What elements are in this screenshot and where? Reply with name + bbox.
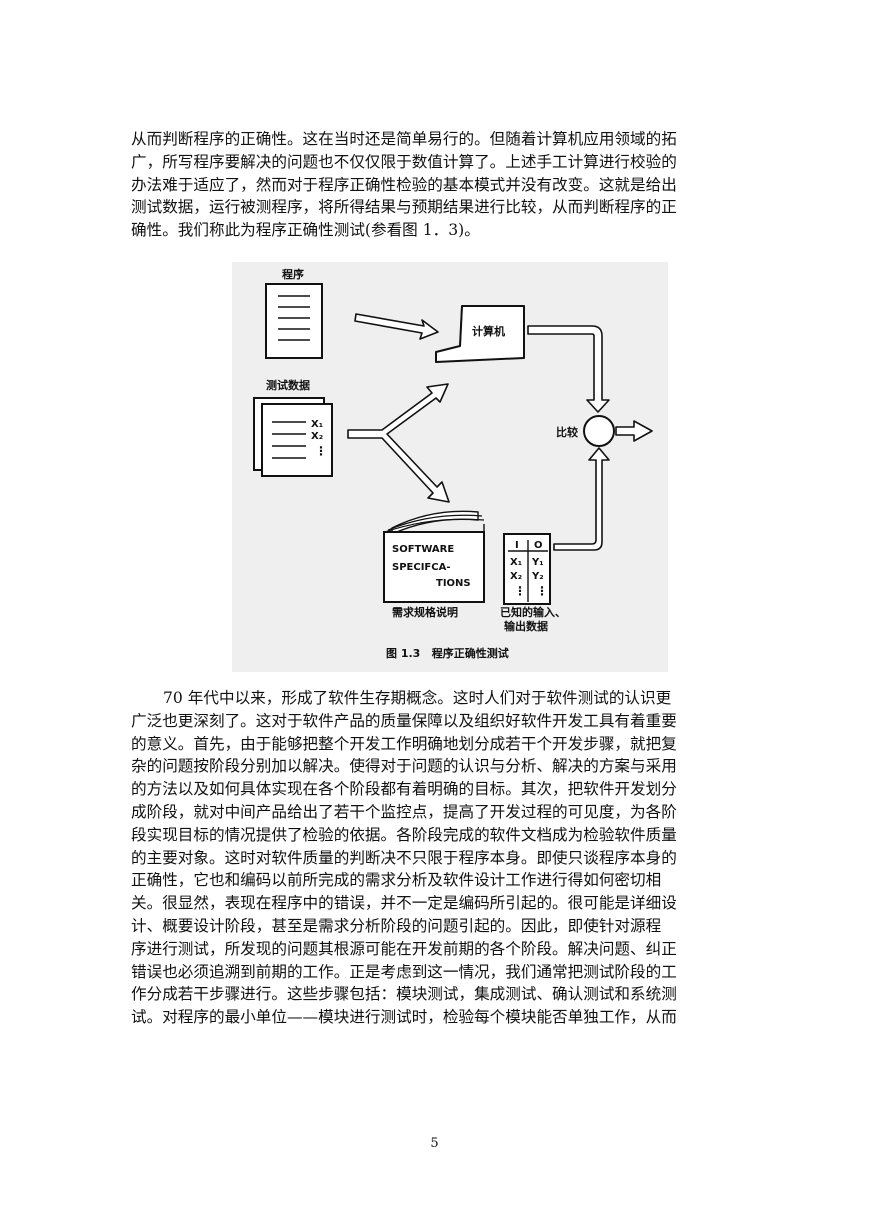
text-line: 从而判断程序的正确性。这在当时还是简单易行的。但随着计算机应用领域的拓 — [131, 130, 677, 148]
software-specification-book-icon: SOFTWARE SPECIFCA- TIONS — [383, 510, 485, 603]
figure-diagram: 程序 计算机 测试数据 — [232, 262, 668, 672]
spec-line-1: SOFTWARE — [392, 544, 454, 555]
table-dots-right: ⋮ — [536, 584, 548, 598]
text-line: 广，所写程序要解决的问题也不仅仅限于数值计算了。上述手工计算进行校验的 — [131, 152, 677, 171]
figure-caption: 图 1.3 程序正确性测试 — [386, 646, 509, 660]
test-data-x2: X₂ — [311, 431, 323, 442]
test-data-dots: ⋮ — [315, 444, 327, 458]
table-y2: Y₂ — [531, 571, 544, 582]
compare-label: 比较 — [556, 425, 578, 439]
text-line: 关。很显然，表现在程序中的错误，并不一定是编码所引起的。很可能是详细设 — [131, 894, 677, 913]
text-line: 段实现目标的情况提供了检验的依据。各阶段完成的软件文档成为检验软件质量 — [131, 825, 677, 844]
paragraph-2: 70 年代中以来，形成了软件生存期概念。这时人们对于软件测试的认识更 广泛也更深… — [131, 687, 739, 1029]
table-header-o: O — [534, 540, 543, 551]
text-line: 测试数据，运行被测程序，将所得结果与预期结果进行比较，从而判断程序的正 — [131, 198, 677, 217]
test-data-document-icon: X₁ X₂ ⋮ — [253, 397, 333, 477]
spec-line-3: TIONS — [436, 578, 471, 589]
test-data-label: 测试数据 — [266, 378, 310, 392]
computer-label: 计算机 — [472, 324, 505, 338]
text-line: 正确性，它也和编码以前所完成的需求分析及软件设计工作进行得如何密切相 — [131, 871, 662, 890]
known-io-caption-line1: 已知的输入、 — [500, 605, 566, 619]
spec-line-2: SPECIFCA- — [392, 562, 450, 573]
arrow-known-io-to-compare — [553, 447, 610, 551]
table-dots-left: ⋮ — [514, 584, 526, 598]
known-io-table-icon: I O X₁ Y₁ X₂ Y₂ ⋮ ⋮ — [503, 533, 551, 605]
page-number: 5 — [430, 1136, 439, 1151]
text-line: 序进行测试，所发现的问题其根源可能在开发前期的各个阶段。解决问题、纠正 — [131, 939, 677, 958]
table-y1: Y₁ — [531, 557, 544, 568]
text-line: 计、概要设计阶段，甚至是需求分析阶段的问题引起的。因此，即使针对源程 — [131, 916, 662, 935]
compare-circle — [583, 415, 615, 447]
program-label: 程序 — [282, 267, 304, 281]
test-data-x1: X₁ — [311, 419, 323, 430]
text-line: 办法难于适应了，然而对于程序正确性检验的基本模式并没有改变。这就是给出 — [131, 175, 677, 194]
known-io-caption-line2: 输出数据 — [504, 619, 548, 633]
arrow-program-to-computer — [354, 313, 439, 340]
table-x2: X₂ — [510, 571, 522, 582]
text-line: 确性。我们称此为程序正确性测试(参看图 1．3)。 — [131, 221, 480, 240]
arrow-compare-output — [615, 420, 653, 442]
text-line: 错误也必须追溯到前期的工作。正是考虑到这一情况，我们通常把测试阶段的工 — [131, 962, 677, 981]
paragraph-1: 从而判断程序的正确性。这在当时还是简单易行的。但随着计算机应用领域的拓 广，所写… — [131, 128, 739, 242]
table-header-i: I — [515, 540, 519, 551]
text-line: 试。对程序的最小单位——模块进行测试时，检验每个模块能否单独工作，从而 — [131, 1008, 677, 1027]
text-line: 70 年代中以来，形成了软件生存期概念。这时人们对于软件测试的认识更 — [163, 689, 672, 707]
text-line: 的意义。首先，由于能够把整个开发工作明确地划分成若干个开发步骤，就把复 — [131, 734, 677, 753]
text-line: 的主要对象。这时对软件质量的判断决不只限于程序本身。即使只谈程序本身的 — [131, 848, 677, 867]
table-x1: X₁ — [510, 557, 522, 568]
program-document-icon — [265, 283, 323, 359]
program-correctness-testing-figure: 程序 计算机 测试数据 — [232, 262, 668, 672]
spec-caption: 需求规格说明 — [392, 605, 458, 619]
text-line: 广泛也更深刻了。这对于软件产品的质量保障以及组织好软件开发工具有着重要 — [131, 711, 677, 730]
arrow-test-data-split — [347, 383, 450, 503]
arrow-computer-to-compare — [527, 325, 610, 413]
text-line: 的方法以及如何具体实现在各个阶段都有着明确的目标。其次，把软件开发划分 — [131, 780, 677, 799]
computer-icon: 计算机 — [435, 305, 525, 363]
text-line: 作分成若干步骤进行。这些步骤包括：模块测试，集成测试、确认测试和系统测 — [131, 985, 677, 1004]
text-line: 杂的问题按阶段分别加以解决。使得对于问题的认识与分析、解决的方案与采用 — [131, 757, 677, 776]
text-line: 成阶段，就对中间产品给出了若干个监控点，提高了开发过程的可见度，为各阶 — [131, 802, 677, 821]
